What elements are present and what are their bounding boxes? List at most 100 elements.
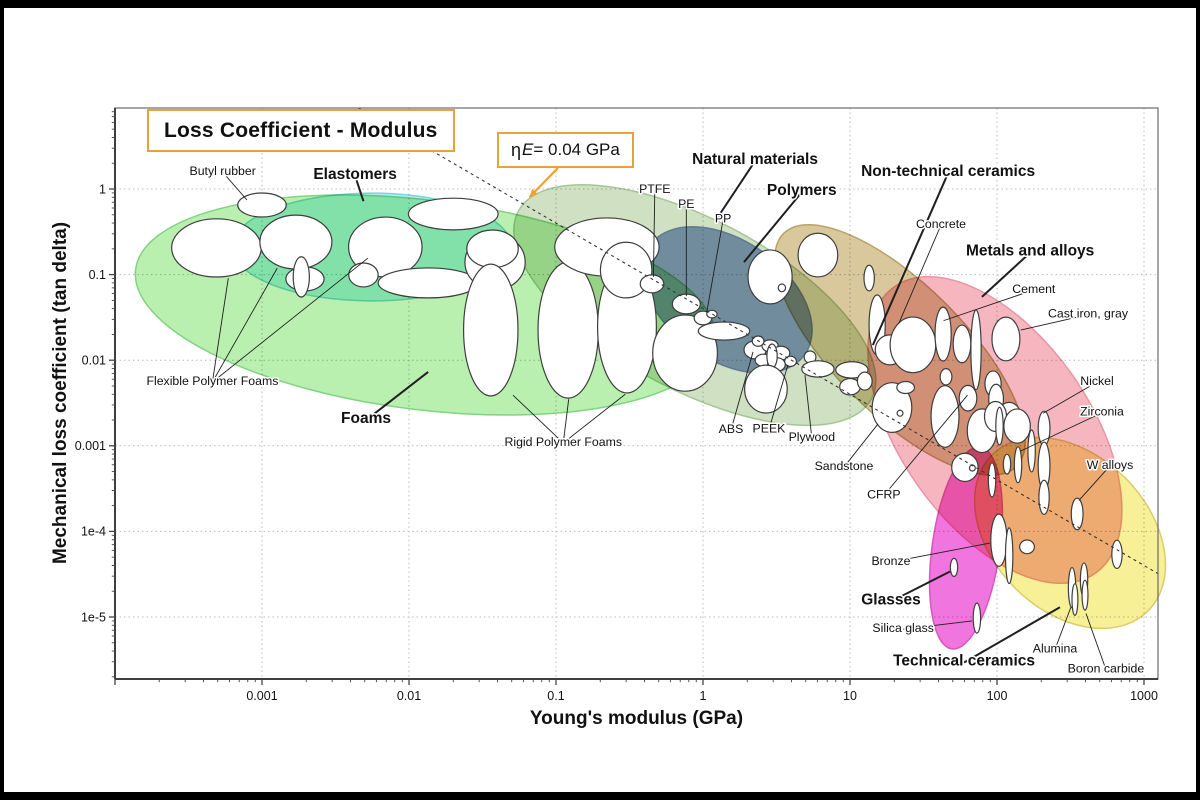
material-label-pe: PE — [678, 197, 694, 211]
material-label-nickel: Nickel — [1080, 374, 1113, 388]
material-bubble — [856, 371, 873, 391]
material-bubble — [706, 309, 718, 319]
material-label-silica-glass: Silica glass — [872, 621, 934, 635]
leader-abs — [730, 351, 754, 431]
leader-flexible-polymer-foams — [212, 267, 278, 383]
leader-rigid-polymer-foams — [562, 399, 570, 443]
leader-flexible-polymer-foams — [212, 257, 369, 383]
leader-natural-materials — [714, 160, 756, 221]
bubble-zirconia — [1013, 446, 1023, 484]
frame-left — [0, 0, 4, 800]
material-label-butyl-rubber: Butyl rubber — [190, 164, 256, 178]
leader-ptfe — [652, 189, 656, 277]
material-bubble — [1019, 539, 1035, 555]
material-bubble — [747, 249, 793, 305]
y-tick-label: 1 — [99, 182, 106, 196]
material-bubble — [1004, 527, 1014, 585]
leader-foams — [365, 371, 429, 422]
x-tick-label: 0.1 — [547, 689, 564, 703]
material-bubble — [1027, 429, 1036, 473]
leader-lines — [211, 160, 1111, 670]
material-bubble — [1002, 453, 1012, 475]
material-bubble — [952, 324, 972, 364]
material-bubble — [896, 409, 904, 417]
material-label-rigid-polymer-foams: Rigid Polymer Foams — [504, 435, 622, 449]
x-tick-label: 0.01 — [397, 689, 421, 703]
modulus-symbol: E — [522, 140, 534, 159]
region-label-non-technical-ceramics: Non-technical ceramics — [861, 163, 1035, 180]
material-label-cfrp: CFRP — [867, 487, 900, 501]
material-bubble — [348, 262, 379, 288]
frame-bottom — [0, 792, 1200, 800]
material-bubble — [1071, 583, 1079, 616]
material-bubble — [939, 368, 953, 386]
y-tick-label: 0.1 — [89, 268, 106, 282]
material-bubble — [797, 232, 839, 278]
material-label-boron-carbide: Boron carbide — [1068, 662, 1145, 676]
material-label-w-alloys: W alloys — [1087, 458, 1133, 472]
region-label-foams: Foams — [341, 410, 391, 427]
bubble-plywood — [801, 360, 835, 378]
material-label-sandstone: Sandstone — [815, 459, 874, 473]
arrowhead-icon — [529, 188, 538, 198]
leader-rigid-polymer-foams — [512, 394, 564, 444]
y-tick-label: 0.001 — [75, 439, 106, 453]
material-bubble — [292, 256, 310, 298]
bubble-w-alloys — [1070, 497, 1084, 531]
material-bubble — [744, 364, 788, 414]
leader-cement — [943, 289, 1034, 322]
material-bubble — [896, 380, 916, 395]
x-tick-label: 100 — [987, 689, 1008, 703]
leader-alumina — [1054, 607, 1072, 650]
region-label-metals-and-alloys: Metals and alloys — [966, 243, 1094, 260]
material-bubble — [466, 229, 519, 269]
leader-cast-iron-gray — [1020, 314, 1089, 331]
material-bubble — [407, 197, 499, 231]
bubble-bronze — [990, 513, 1008, 567]
guideline-arrow — [528, 167, 559, 199]
material-bubbles — [171, 192, 1123, 634]
y-tick-label: 0.01 — [82, 354, 106, 368]
leader-glasses — [890, 570, 951, 603]
region-technical-ceramics — [973, 436, 1167, 630]
bubble-sandstone — [871, 382, 913, 433]
leader-bronze — [890, 542, 991, 563]
bubble-pe — [671, 293, 701, 315]
leader-flexible-polymer-foams — [211, 278, 229, 383]
region-label-natural-materials: Natural materials — [692, 151, 818, 168]
material-bubble — [697, 321, 751, 341]
bubble-butyl-rubber — [237, 192, 287, 218]
material-bubble — [863, 264, 875, 292]
x-axis-title: Young's modulus (GPa) — [530, 708, 743, 729]
bubble-concrete — [889, 316, 937, 374]
material-label-ptfe: PTFE — [639, 182, 670, 196]
leader-non-technical-ceramics — [871, 172, 950, 346]
leader-peek — [768, 364, 789, 430]
y-axis-title: Mechanical loss coefficient (tan delta) — [50, 222, 71, 564]
material-label-peek: PEEK — [753, 421, 787, 435]
region-label-technical-ceramics: Technical ceramics — [893, 653, 1035, 670]
x-tick-label: 1 — [700, 689, 707, 703]
region-label-elastomers: Elastomers — [313, 166, 397, 183]
leader-technical-ceramics — [963, 606, 1061, 664]
axis-ticks — [109, 111, 1145, 685]
bubble-peek — [784, 355, 798, 368]
y-tick-label: 1e-4 — [81, 525, 106, 539]
chart-title: Loss Coefficient - Modulus — [164, 118, 438, 142]
material-label-concrete: Concrete — [916, 217, 966, 231]
leader-nickel — [1042, 381, 1098, 414]
bubble-cement — [934, 306, 952, 362]
bubble-cast-iron-gray — [991, 316, 1021, 362]
bubble-cfrp — [958, 384, 978, 412]
guideline-etaE — [358, 107, 1159, 575]
material-bubble — [1038, 479, 1050, 516]
material-bubble — [987, 462, 997, 498]
material-label-alumina: Alumina — [1033, 641, 1078, 655]
leader-cfrp — [883, 394, 968, 496]
material-bubble — [995, 406, 1004, 446]
material-label-abs: ABS — [719, 422, 744, 436]
material-bubble — [777, 283, 787, 293]
